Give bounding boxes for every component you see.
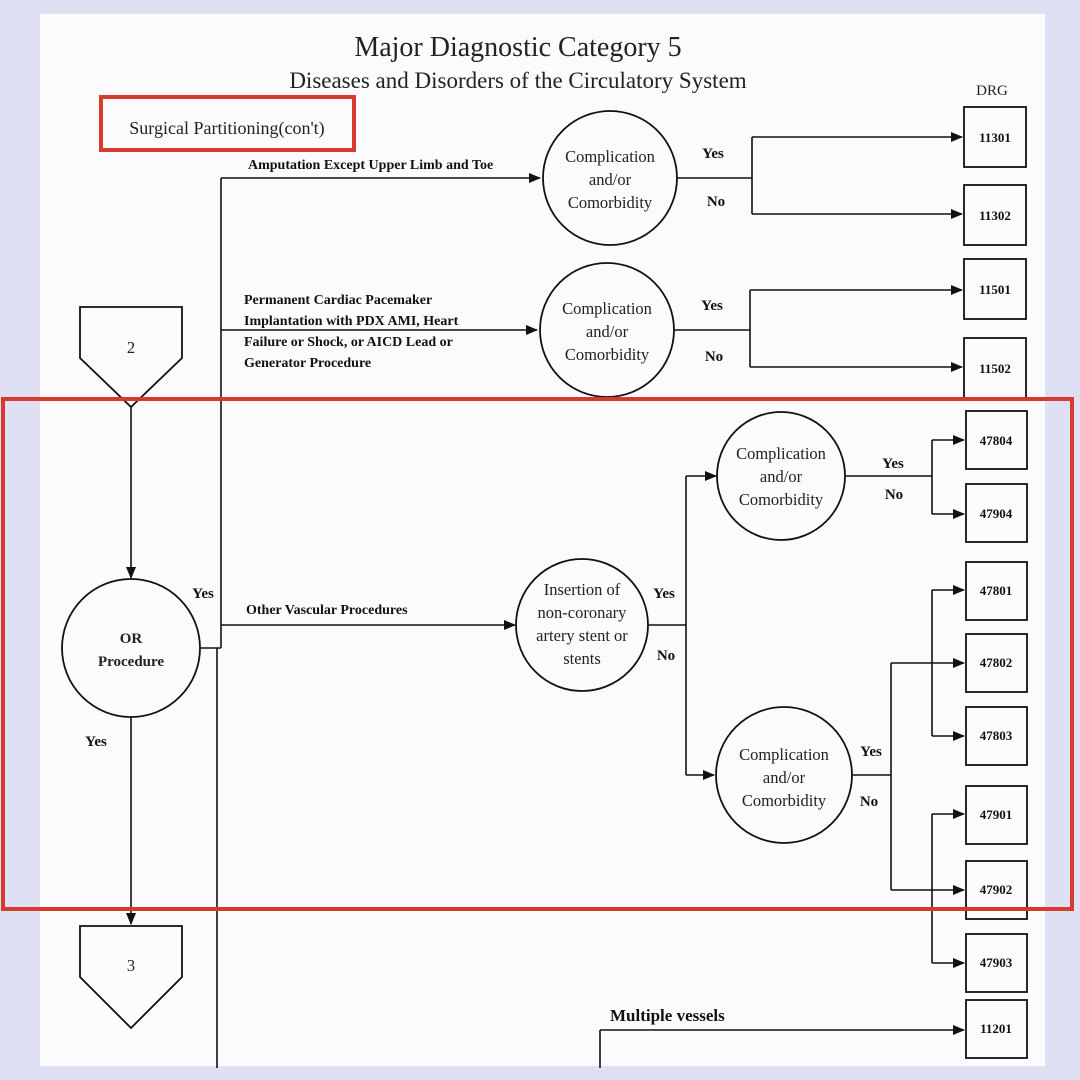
drg-box-47802 [965,633,1028,693]
drg-47802: 47802 [980,655,1013,670]
stent-line1: Insertion of [544,580,621,599]
stent-line2: non-coronary [538,603,628,622]
or-yes-down: Yes [85,734,107,750]
stent-line3: artery stent or [536,626,628,645]
cc-a-line1: Complication [565,147,655,166]
section-highlight-box [99,95,356,152]
cc-sn-line2: and/or [763,768,806,787]
connector-2-label: 2 [127,338,135,357]
drg-11302: 11302 [979,208,1011,223]
stent-no-label: No [657,648,675,664]
branch-amputation-label: Amputation Except Upper Limb and Toe [248,158,493,173]
drg-box-11302 [963,184,1027,246]
drg-box-11502 [963,337,1027,399]
chart-subtitle: Diseases and Disorders of the Circulator… [289,68,746,93]
or-label-1: OR [120,631,143,647]
connector-3-label: 3 [127,956,135,975]
branch-multiple-label: Multiple vessels [610,1006,725,1025]
drg-47901: 47901 [980,807,1013,822]
or-procedure-node [61,578,201,718]
drg-47903: 47903 [980,955,1013,970]
paper-sheet [40,14,1045,1066]
drg-47902: 47902 [980,882,1013,897]
pacemaker-line4: Generator Procedure [244,356,371,371]
drg-47804: 47804 [980,433,1013,448]
cc-sy-line1: Complication [736,444,826,463]
vascular-highlight-box [1,397,1074,911]
drg-box-47803 [965,706,1028,766]
drg-47904: 47904 [980,506,1013,521]
drg-47801: 47801 [980,583,1013,598]
or-yes-right: Yes [192,586,214,602]
sn-no-label: No [860,794,878,810]
drg-box-11301 [963,106,1027,168]
or-label-2: Procedure [98,654,164,670]
off-page-connector-3 [79,925,183,1030]
drg-box-47904 [965,483,1028,543]
drg-47803: 47803 [980,728,1013,743]
drg-box-11201 [965,999,1028,1059]
drg-11301: 11301 [979,130,1011,145]
a-no-label: No [707,194,725,210]
branch-vascular-label: Other Vascular Procedures [246,603,408,618]
chart-title: Major Diagnostic Category 5 [354,32,681,63]
drg-box-47801 [965,561,1028,621]
drg-box-11501 [963,258,1027,320]
stent-yes-label: Yes [653,586,675,602]
cc-p-line3: Comorbidity [565,345,650,364]
pacemaker-line1: Permanent Cardiac Pacemaker [244,293,432,308]
sn-yes-label: Yes [860,744,882,760]
drg-header: DRG [976,83,1008,99]
drg-11502: 11502 [979,361,1011,376]
drg-box-47903 [965,933,1028,993]
drg-box-47901 [965,785,1028,845]
stent-node [515,558,649,692]
drg-11201: 11201 [980,1021,1012,1036]
cc-sy-line2: and/or [760,467,803,486]
cc-p-line2: and/or [586,322,629,341]
stent-line4: stents [563,649,601,668]
pacemaker-line3: Failure or Shock, or AICD Lead or [244,335,453,350]
p-no-label: No [705,349,723,365]
pacemaker-line2: Implantation with PDX AMI, Heart [244,314,459,329]
cc-sn-line3: Comorbidity [742,791,827,810]
sy-no-label: No [885,487,903,503]
cc-a-line3: Comorbidity [568,193,653,212]
p-yes-label: Yes [701,298,723,314]
cc-p-line1: Complication [562,299,652,318]
a-yes-label: Yes [702,146,724,162]
drg-11501: 11501 [979,282,1011,297]
cc-sy-line3: Comorbidity [739,490,824,509]
cc-sn-line1: Complication [739,745,829,764]
section-label: Surgical Partitioning(con't) [129,118,324,139]
off-page-connector-2 [79,306,183,409]
drg-box-47804 [965,410,1028,470]
sy-yes-label: Yes [882,456,904,472]
cc-a-line2: and/or [589,170,632,189]
